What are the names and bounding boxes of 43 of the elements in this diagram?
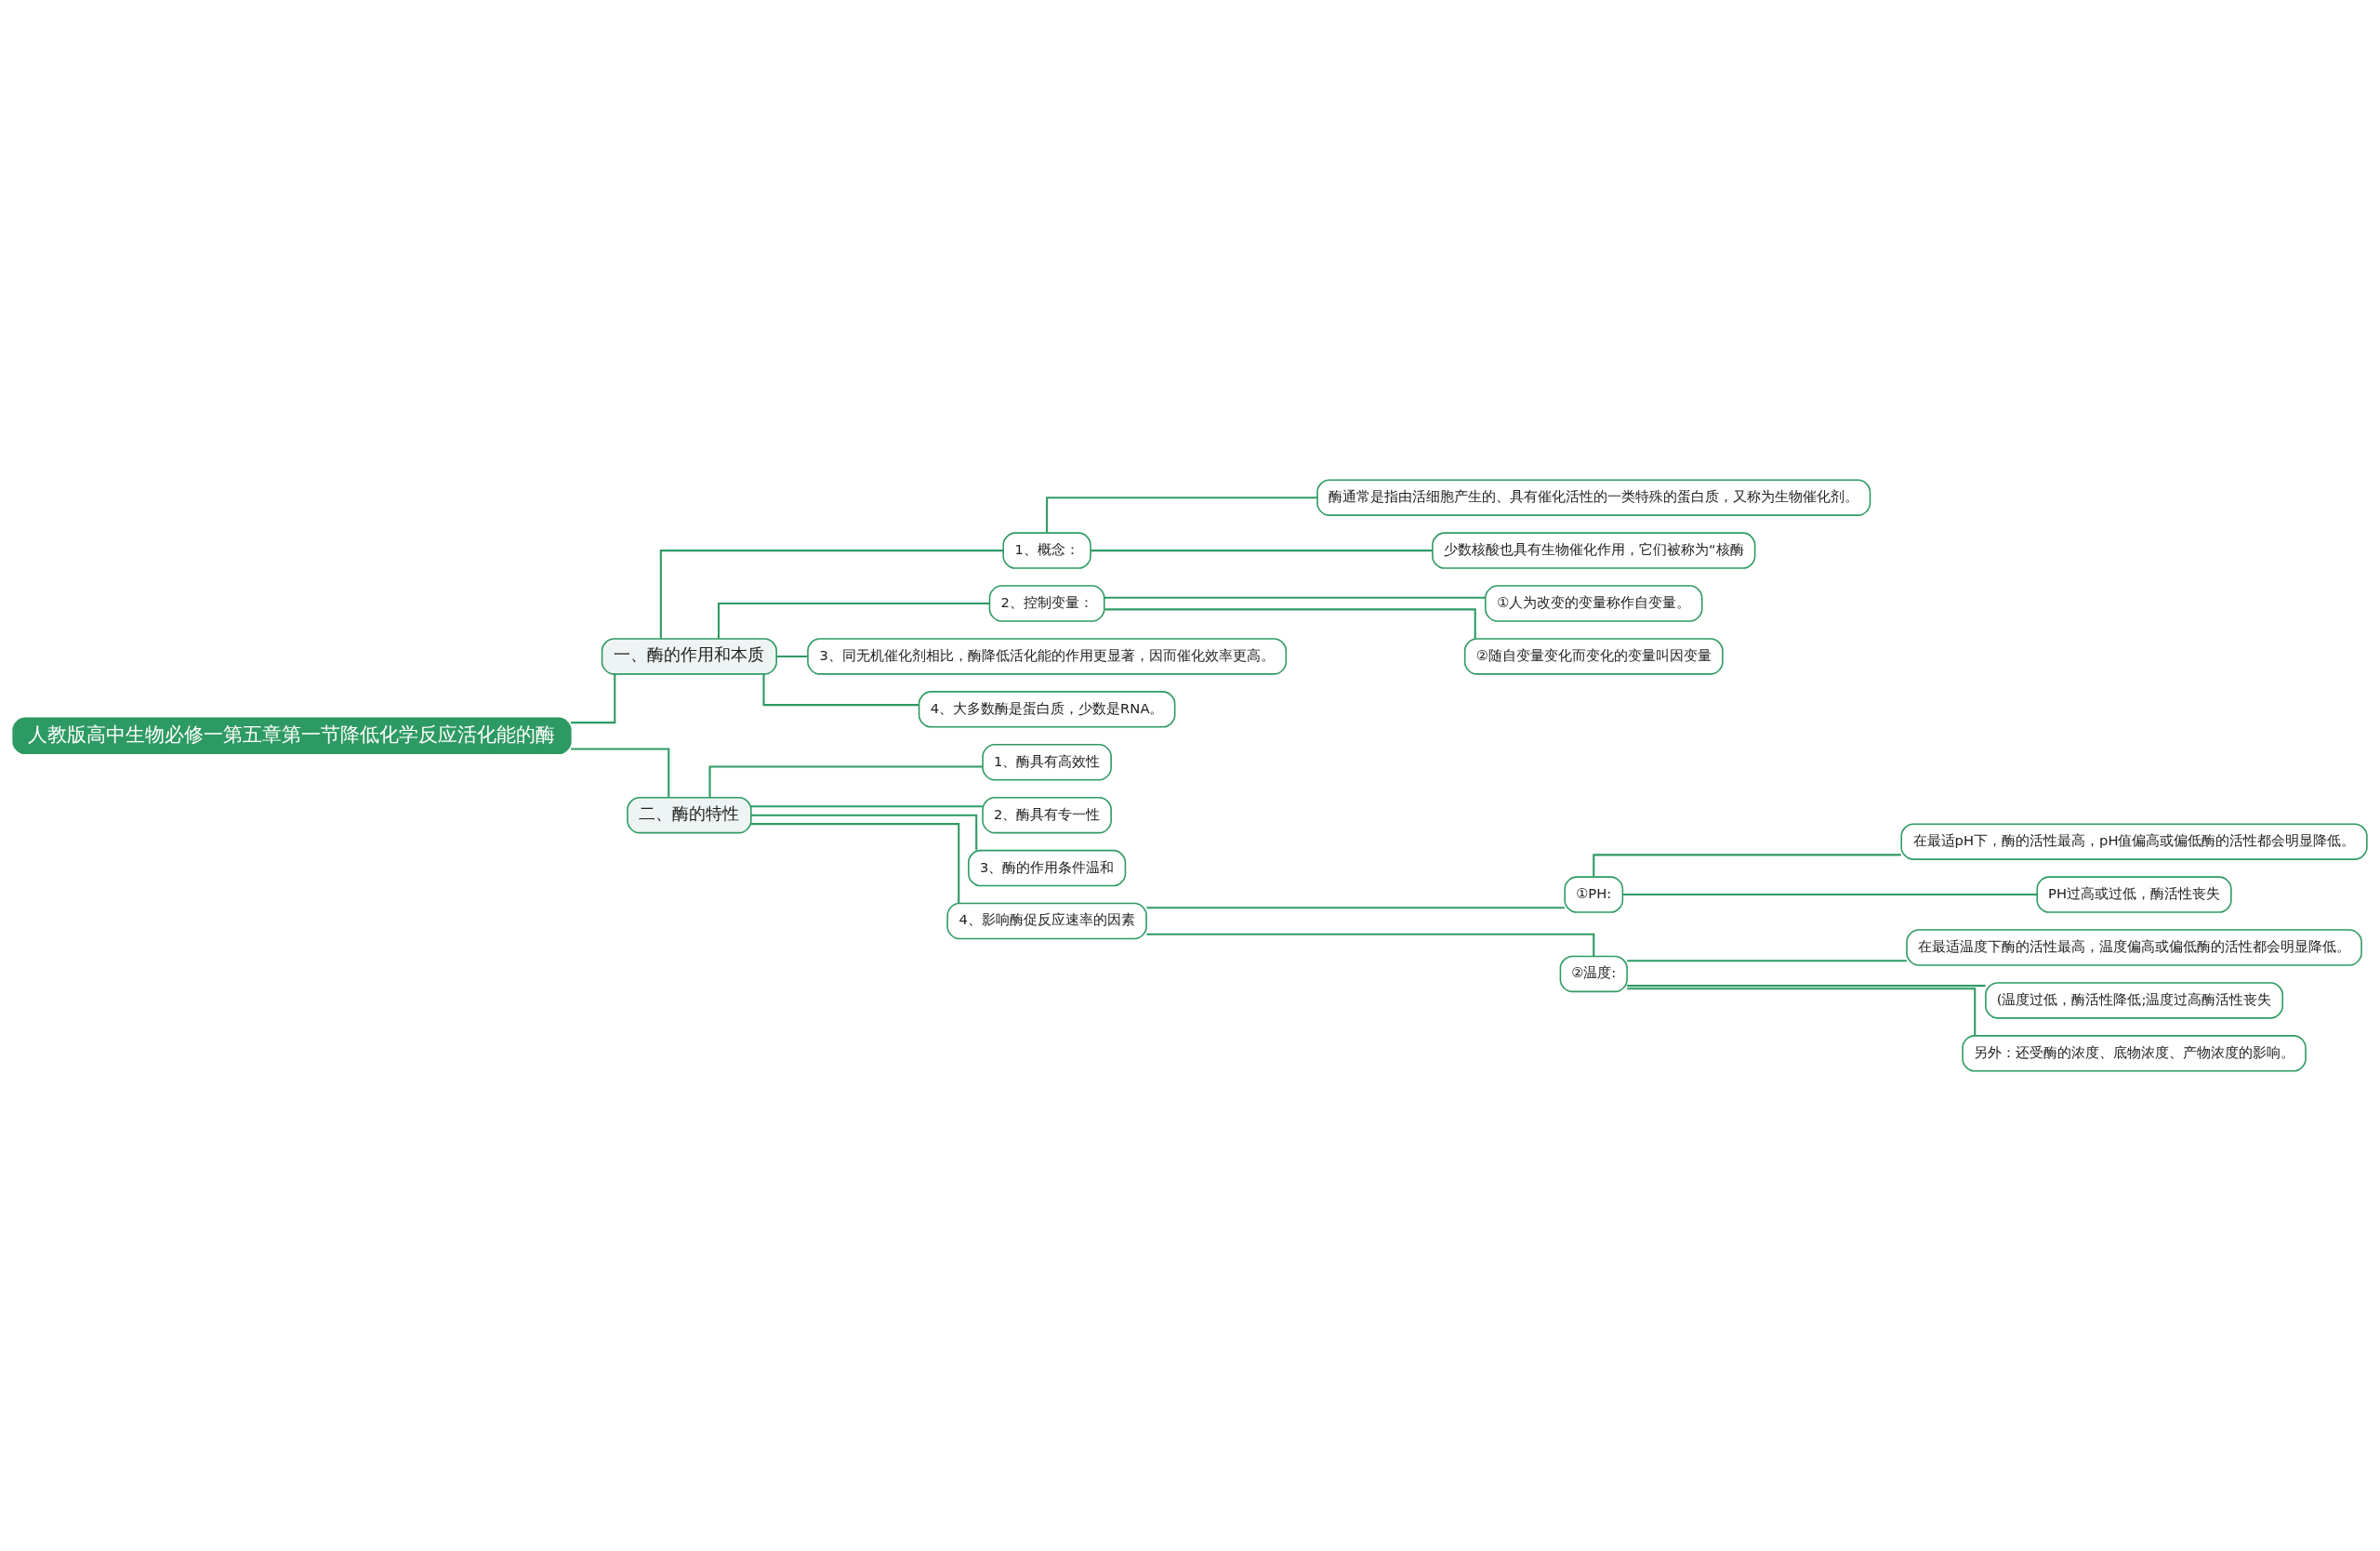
node-box: 1、概念： [1002, 532, 1091, 569]
node-box: ②随自变量变化而变化的变量叫因变量 [1463, 638, 1724, 675]
node-box: (温度过低，酶活性降低;温度过高酶活性丧失 [1985, 982, 2283, 1019]
node-box: 少数核酸也具有生物催化作用，它们被称为“核酶 [1432, 532, 1756, 569]
connector [1104, 608, 1476, 639]
connector [1627, 960, 1907, 962]
node-box: 在最适温度下酶的活性最高，温度偏高或偏低酶的活性都会明显降低。 [1906, 929, 2362, 966]
node-box: 3、酶的作用条件温和 [968, 849, 1127, 887]
connector [1146, 933, 1595, 957]
node-box: 人教版高中生物必修一第五章第一节降低化学反应活化能的酶 [12, 717, 572, 755]
node-box: ①人为改变的变量称作自变量。 [1485, 585, 1703, 622]
connector [571, 674, 616, 724]
node-box: 酶通常是指由活细胞产生的、具有催化活性的一类特殊的蛋白质，又称为生物催化剂。 [1316, 479, 1871, 516]
node-box: 一、酶的作用和本质 [601, 638, 777, 675]
connector [1593, 854, 1901, 877]
connector [751, 814, 978, 851]
node-box: 4、大多数酶是蛋白质，少数是RNA。 [918, 691, 1176, 728]
node-box: 1、酶具有高效性 [982, 744, 1112, 781]
connector [1627, 988, 1977, 1036]
connector [776, 655, 808, 657]
node-box: ②温度: [1559, 955, 1628, 993]
connector [659, 550, 1003, 639]
node-box: 4、影响酶促反应速率的因素 [946, 902, 1147, 940]
connector [1622, 894, 2038, 896]
connector [1146, 907, 1565, 909]
connector [1046, 497, 1317, 533]
connector [750, 805, 983, 808]
node-box: PH过高或过低，酶活性丧失 [2036, 876, 2232, 913]
node-box: 另外：还受酶的浓度、底物浓度、产物浓度的影响。 [1962, 1035, 2307, 1072]
node-box: 3、同无机催化剂相比，酶降低活化能的作用更显著，因而催化效率更高。 [807, 638, 1288, 675]
connector [1091, 550, 1433, 552]
connector [1627, 985, 1986, 988]
node-box: 在最适pH下，酶的活性最高，pH值偏高或偏低酶的活性都会明显降低。 [1900, 823, 2368, 860]
node-box: 2、酶具有专一性 [982, 796, 1112, 834]
connector [1104, 596, 1486, 599]
node-box: ①PH: [1564, 876, 1624, 913]
node-box: 二、酶的特性 [627, 796, 752, 834]
connector [762, 674, 919, 707]
connector [571, 748, 670, 798]
node-box: 2、控制变量： [988, 585, 1105, 622]
connector [717, 602, 990, 639]
connector [708, 765, 984, 798]
connector [750, 823, 960, 904]
